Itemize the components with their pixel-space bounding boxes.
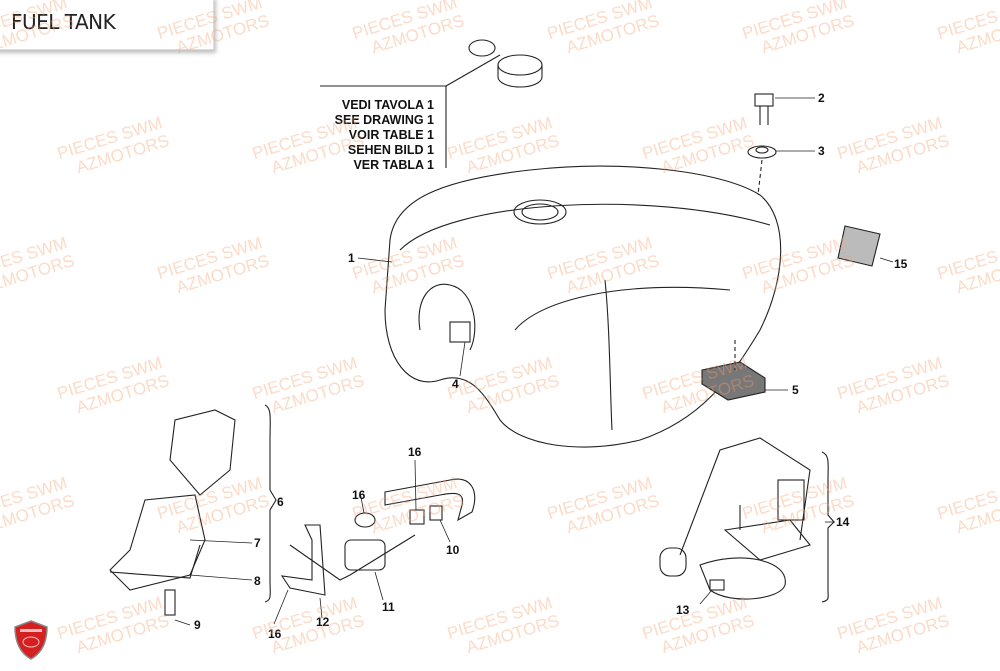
leader-lines [174, 97, 894, 626]
callout-8: 8 [254, 574, 261, 588]
callout-9: 9 [194, 618, 201, 632]
washer [747, 145, 777, 159]
ref-line: VOIR TABLE 1 [348, 128, 434, 142]
level-sender [659, 437, 811, 600]
fuel-pump [109, 409, 236, 616]
ref-line: VER TABLA 1 [353, 158, 434, 172]
callout-16: 16 [352, 488, 366, 502]
callout-7: 7 [254, 536, 261, 550]
fuel-hoses [280, 478, 476, 596]
bolt [754, 93, 774, 125]
callout-12: 12 [316, 615, 330, 629]
callout-6: 6 [277, 495, 284, 509]
callout-10: 10 [446, 543, 460, 557]
callout-15: 15 [894, 257, 908, 271]
callout-16: 16 [268, 627, 282, 641]
callout-4: 4 [452, 377, 459, 391]
fuel-tank [384, 165, 782, 448]
callout-3: 3 [818, 144, 825, 158]
callout-16: 16 [408, 445, 422, 459]
callout-13: 13 [676, 603, 690, 617]
rubber-mount [701, 361, 766, 401]
group-bracket [821, 451, 835, 603]
adhesive-pad [837, 225, 881, 267]
assembly-line [757, 159, 763, 196]
reference-leader-line [445, 54, 501, 87]
callout-14: 14 [836, 515, 850, 529]
ref-line: SEE DRAWING 1 [334, 113, 434, 127]
group-bracket [264, 404, 277, 603]
reference-note: VEDI TAVOLA 1 SEE DRAWING 1 VOIR TABLE 1… [312, 98, 434, 173]
fuel-cap [468, 39, 543, 88]
ref-line: VEDI TAVOLA 1 [341, 98, 434, 112]
azmotors-logo [14, 620, 48, 660]
callout-1: 1 [348, 251, 355, 265]
ref-line: SEHEN BILD 1 [347, 143, 434, 157]
page-title: FUEL TANK [11, 10, 116, 34]
title-panel: FUEL TANK [0, 0, 214, 50]
callout-2: 2 [818, 91, 825, 105]
callout-5: 5 [792, 383, 799, 397]
callout-11: 11 [382, 600, 395, 614]
